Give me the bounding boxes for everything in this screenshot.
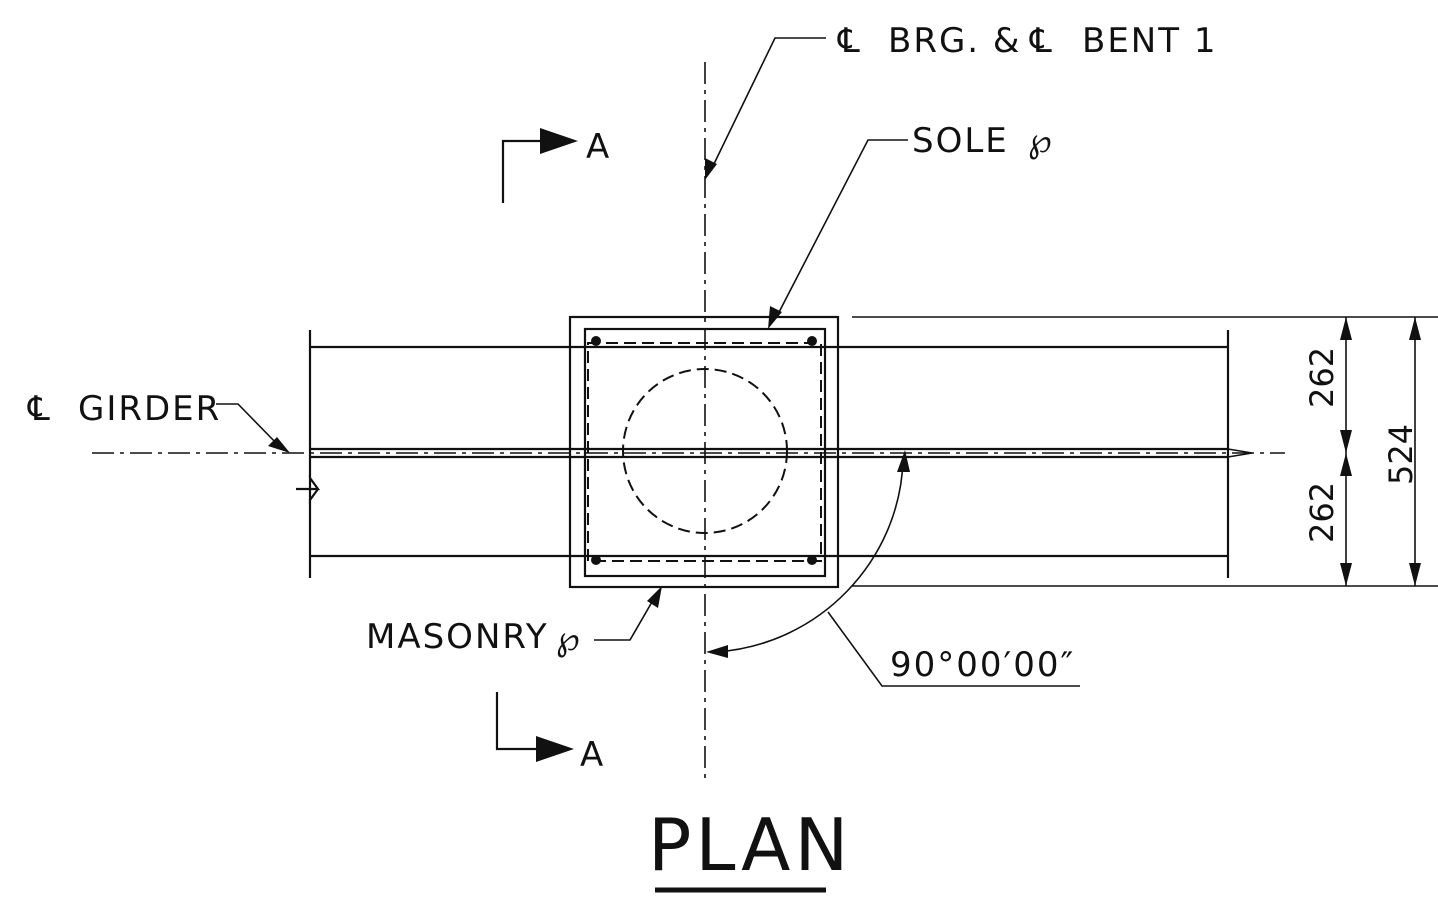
bearing-pad-circle: [622, 368, 788, 534]
drawing-title: PLAN: [648, 803, 852, 887]
label-sole-plate: SOLE: [912, 121, 1009, 161]
leader-sole-plate: [768, 139, 908, 329]
cl-symbol-bent: ℄: [1029, 21, 1052, 61]
label-girder: GIRDER: [78, 389, 221, 429]
label-angle: 90°00′00″: [890, 645, 1075, 685]
section-label-top: A: [586, 127, 611, 167]
dimension-overall: 524: [1382, 317, 1421, 586]
cl-symbol-girder: ℄: [27, 389, 50, 429]
leader-masonry-plate: [594, 586, 662, 641]
section-label-bottom: A: [580, 735, 605, 775]
anchor-bolts: [591, 336, 817, 565]
hidden-plate-outline: [587, 342, 822, 562]
section-marker-bottom: [495, 692, 574, 762]
girder-outline: [296, 330, 1253, 578]
label-bent: BENT 1: [1082, 21, 1217, 61]
svg-text:524: 524: [1382, 424, 1420, 485]
leader-girder: [216, 403, 290, 453]
pl-symbol-sole: ℘: [1028, 121, 1052, 161]
leader-bent: [705, 37, 826, 180]
dimension-upper: 262: [1303, 317, 1352, 453]
section-marker-top: [501, 128, 578, 203]
dimension-lower: 262: [1303, 453, 1352, 586]
svg-text:262: 262: [1303, 482, 1341, 543]
label-masonry-plate: MASONRY: [366, 617, 549, 657]
cl-symbol-brg: ℄: [837, 21, 860, 61]
skew-angle-arc: [706, 450, 1080, 687]
svg-text:262: 262: [1303, 347, 1341, 408]
label-brg: BRG. &: [888, 21, 1021, 61]
masonry-plate: [568, 315, 840, 589]
sole-plate: [583, 327, 827, 578]
pl-symbol-masonry: ℘: [556, 619, 580, 659]
